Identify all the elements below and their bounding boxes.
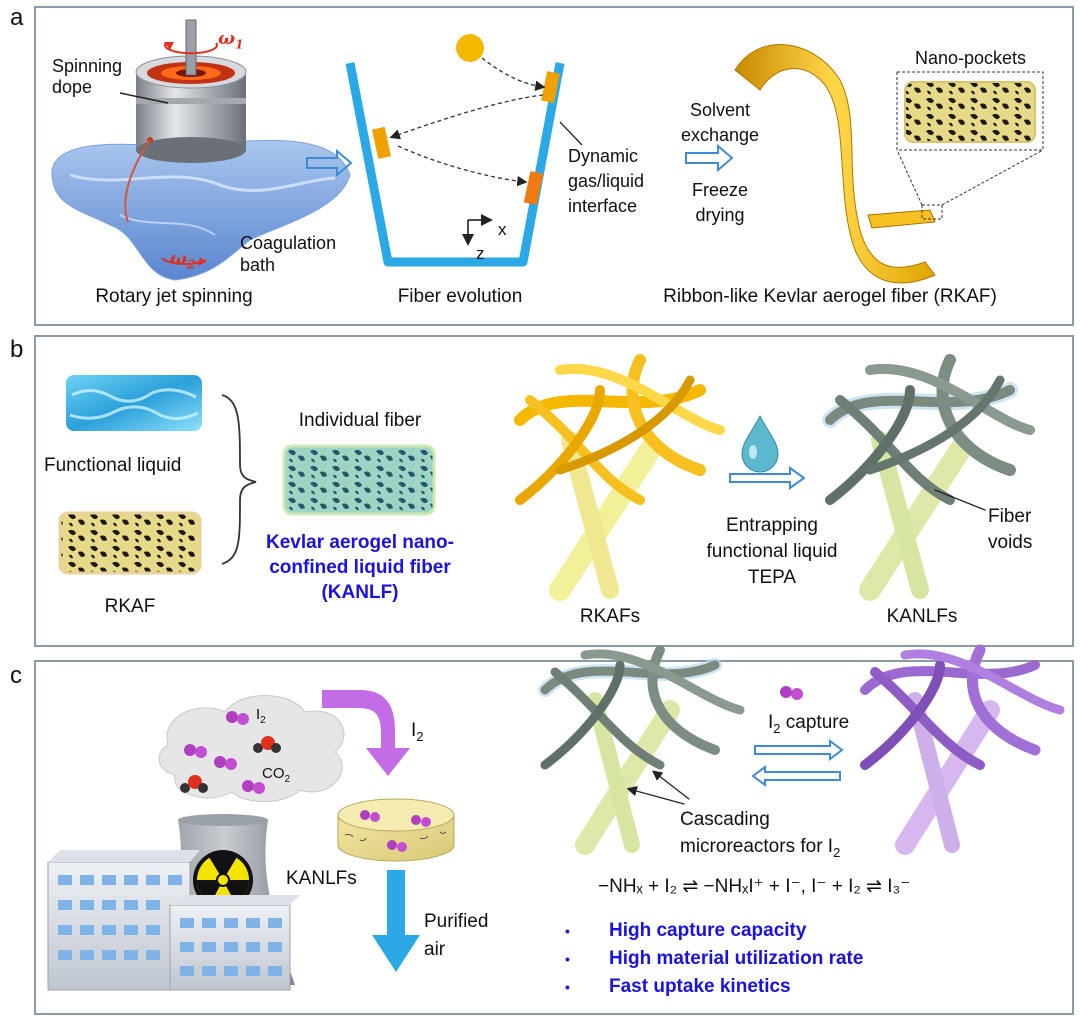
entrapping-arrow [729,466,806,490]
bullet-item: • Fast uptake kinetics [565,973,863,1001]
bullet-item: • High material utilization rate [565,945,863,973]
rkaf-label: RKAF [104,596,156,617]
bullet-text: High material utilization rate [609,948,864,969]
panel-c-frame [34,660,1074,1015]
freeze-drying-label: Freeze drying [691,180,749,225]
rkafs-label: RKAFs [579,606,641,627]
capture-main: I [768,712,774,733]
capture-rest: capture [780,712,850,733]
cascading-label: Cascading microreactors for I2 [680,806,880,866]
tepa-droplet [741,414,779,473]
purified-air-arrow [372,870,420,972]
bullet-text: High capture capacity [609,920,807,941]
brace [221,394,257,565]
i2-arrow-label: I2 [411,720,424,744]
kanlf-bundle-c [538,645,745,855]
process-arrow-2 [685,143,734,173]
spinning-apparatus [51,19,351,281]
kanlfs-label-c: KANLFs [286,868,357,889]
cloud-co2-label: CO2 [262,765,290,785]
omega1-symbol: ω [218,28,236,49]
reaction-equation: −NHₓ + I₂ ⇌ −NHₓI⁺ + I⁻, I⁻ + I₂ ⇌ I₃⁻ [598,876,911,897]
cloud-i2-label: I2 [256,706,266,726]
purple-bundle [860,644,1065,855]
rkaf-swatch [58,511,202,575]
capture-molecule [780,686,803,700]
interface-label: Dynamic gas/liquid interface [568,146,645,216]
ribbon-fiber [734,44,1044,284]
kanlf-disk [337,798,455,862]
nano-pockets-label: Nano-pockets [915,48,1027,68]
caption-rkaf: Ribbon-like Kevlar aerogel fiber (RKAF) [663,286,997,307]
functional-liquid-swatch [66,375,202,431]
building-windows [58,875,282,976]
spinning-dope-label: Spinning dope [52,56,123,97]
i2-arrow-sub: 2 [416,728,424,744]
cascading-text: Cascading microreactors for I [680,809,834,857]
omega1-label: ω1 [218,28,244,52]
panel-b-label: b [10,336,24,363]
fiber-voids-label: Fiber voids [988,506,1033,553]
panel-a-label: a [10,4,24,31]
iodine-flow-arrow [322,690,410,776]
capture-label: I2 capture [768,712,849,736]
omega2-subscript: 2 [187,257,196,272]
functional-liquid-label: Functional liquid [44,455,182,476]
omega2-label: ω2 [170,248,196,272]
equilibrium-arrows [751,739,844,787]
purified-air-label: Purified air [424,911,489,960]
entrapping-label: Entrapping functional liquid TEPA [706,515,838,588]
co2-main: CO [262,765,285,782]
axis-z-label: z [476,244,485,263]
panel-a-frame [34,6,1074,326]
caption-rotary-jet-spinning: Rotary jet spinning [95,286,253,307]
omega2-symbol: ω [170,248,188,269]
i2-arrow-main: I [411,720,417,741]
bullet-symbol: • [565,923,570,939]
kanlfs-label-b: KANLFs [886,606,958,627]
coagulation-bath-label: Coagulation bath [240,233,337,275]
process-arrow-1 [306,148,353,178]
bullet-item: • High capture capacity [565,917,863,945]
panel-b-frame [34,335,1074,647]
fiber-evolution-diagram [345,34,583,267]
axis-x-label: x [498,220,507,239]
bullet-symbol: • [565,951,570,967]
bullet-text: Fast uptake kinetics [609,976,791,997]
caption-fiber-evolution: Fiber evolution [397,286,523,307]
bullet-symbol: • [565,979,570,995]
capture-sub: 2 [773,720,781,736]
kanlf-swatch [282,444,436,516]
cascading-sub: 2 [833,844,841,860]
cloud-i2-main: I [256,706,261,723]
cloud-i2-sub: 2 [260,715,266,726]
omega1-subscript: 1 [235,37,244,52]
panel-c-label: c [10,662,22,689]
co2-sub: 2 [284,774,291,785]
bullet-list: • High capture capacity • High material ut… [565,917,863,1001]
kanlf-title: Kevlar aerogel nano-confined liquid fibe… [266,532,454,603]
individual-fiber-label: Individual fiber [298,410,422,431]
kanlf-bundle [822,354,1035,601]
gas-cloud [158,695,345,802]
solvent-exchange-label: Solvent exchange [680,100,760,145]
rkaf-bundle [514,354,725,601]
